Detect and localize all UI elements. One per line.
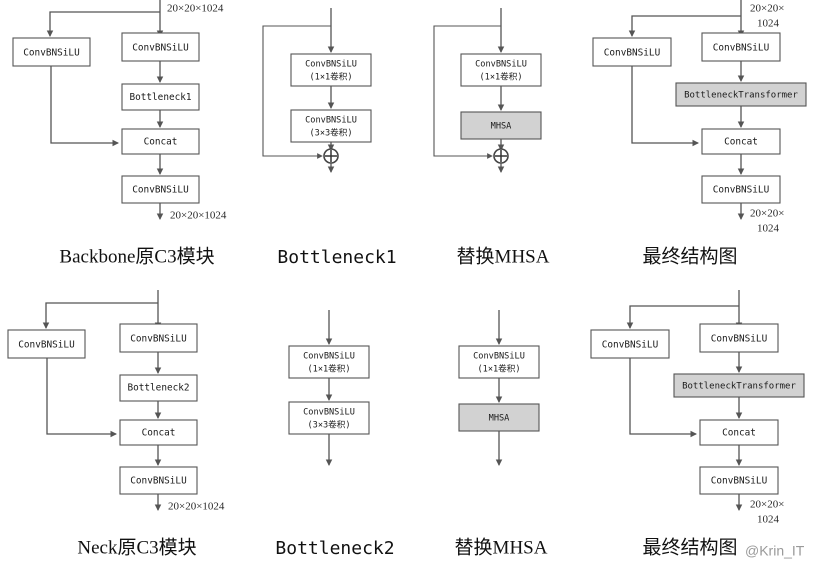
- panel-bottleneck1: ConvBNSiLU (1×1卷积) ConvBNSiLU (3×3卷积) Bo…: [262, 8, 397, 268]
- top-dim-label-line2: 1024: [757, 18, 780, 30]
- edge-input-to-conv-left: [46, 11, 160, 38]
- box-conv-right: [119, 323, 198, 353]
- box-conv-out-label: ConvBNSiLU: [711, 476, 767, 487]
- box-bottleneck1-label: Bottleneck1: [129, 92, 191, 103]
- box-mhsa: [458, 403, 540, 432]
- box-conv-1x1-label: ConvBNSiLU: [475, 60, 527, 70]
- box-conv-1x1-label: ConvBNSiLU: [473, 352, 525, 362]
- box-conv-left-label: ConvBNSiLU: [23, 48, 79, 59]
- panel-replace-mhsa-top: ConvBNSiLU (1×1卷积) MHSA 替换MHSA: [433, 8, 550, 267]
- panel-caption-final-structure-bottom: 最终结构图: [642, 536, 737, 558]
- panel-caption-backbone-c3: Backbone原C3模块: [59, 245, 214, 267]
- panel-caption-bottleneck1: Bottleneck1: [277, 247, 396, 268]
- bottom-dim-label: 20×20×1024: [170, 210, 227, 222]
- box-conv-1x1-label: ConvBNSiLU: [305, 60, 357, 70]
- panel-final-structure-bottom: ConvBNSiLU ConvBNSiLU BottleneckTransfor…: [590, 290, 805, 558]
- box-conv-1x1-sublabel: (1×1卷积): [307, 363, 350, 375]
- box-conv-right-label: ConvBNSiLU: [711, 334, 767, 345]
- box-concat-label: Concat: [142, 428, 176, 439]
- panel-replace-mhsa-bottom: ConvBNSiLU (1×1卷积) MHSA 替换MHSA: [455, 310, 548, 558]
- box-conv-out-label: ConvBNSiLU: [713, 185, 769, 196]
- box-conv-3x3-label: ConvBNSiLU: [305, 116, 357, 126]
- box-mhsa-label: MHSA: [491, 122, 513, 132]
- box-conv-out-label: ConvBNSiLU: [132, 185, 188, 196]
- box-conv-3x3-sublabel: (3×3卷积): [309, 127, 352, 139]
- box-conv-right-label: ConvBNSiLU: [130, 334, 186, 345]
- box-bottleneck1: [121, 83, 200, 111]
- box-bottleneck-transformer-label: BottleneckTransformer: [682, 382, 796, 392]
- top-dim-label-line1: 20×20×: [750, 3, 784, 15]
- box-conv-3x3-label: ConvBNSiLU: [303, 408, 355, 418]
- bottom-dim-label-line2: 1024: [757, 514, 780, 526]
- box-conv-out: [701, 175, 781, 204]
- box-conv-right: [121, 32, 200, 62]
- edge-input-to-conv-left: [42, 302, 158, 330]
- box-conv-right-label: ConvBNSiLU: [713, 43, 769, 54]
- box-mhsa-label: MHSA: [489, 414, 511, 424]
- box-bottleneck-transformer-label: BottleneckTransformer: [684, 91, 798, 101]
- box-conv-left-label: ConvBNSiLU: [602, 340, 658, 351]
- bottom-dim-label: 20×20×1024: [168, 501, 225, 513]
- box-concat-label: Concat: [724, 137, 758, 148]
- box-conv-1x1: [460, 53, 542, 87]
- box-conv-out: [121, 175, 200, 204]
- box-concat: [699, 419, 779, 446]
- box-concat-label: Concat: [144, 137, 178, 148]
- edge-residual-skip: [433, 25, 501, 159]
- box-conv-1x1-sublabel: (1×1卷积): [479, 71, 522, 83]
- panel-caption-final-structure-top: 最终结构图: [642, 245, 737, 267]
- panel-caption-neck-c3: Neck原C3模块: [77, 536, 196, 558]
- edge-input-to-conv-left: [626, 305, 739, 330]
- box-conv-3x3: [288, 401, 370, 435]
- box-conv-1x1-sublabel: (1×1卷积): [309, 71, 352, 83]
- panel-backbone-c3: 20×20×1024 ConvBNSiLU ConvBNSiLU Bottlen…: [12, 0, 227, 267]
- panel-caption-replace-mhsa-bottom: 替换MHSA: [455, 536, 548, 558]
- box-bottleneck2: [119, 374, 198, 402]
- edge-residual-skip: [262, 25, 331, 159]
- edge-conv-left-to-concat: [50, 66, 120, 147]
- box-concat: [119, 419, 198, 446]
- box-conv-right: [699, 323, 779, 353]
- box-conv-left-label: ConvBNSiLU: [18, 340, 74, 351]
- watermark-label: @Krin_IT: [745, 543, 805, 559]
- box-bottleneck2-label: Bottleneck2: [127, 383, 189, 394]
- box-conv-right-label: ConvBNSiLU: [132, 43, 188, 54]
- box-conv-left-label: ConvBNSiLU: [604, 48, 660, 59]
- bottom-dim-label-line2: 1024: [757, 223, 780, 235]
- box-conv-1x1: [288, 345, 370, 379]
- top-dim-label: 20×20×1024: [167, 3, 224, 15]
- panel-caption-bottleneck2: Bottleneck2: [275, 538, 394, 559]
- edge-conv-left-to-concat: [46, 358, 118, 438]
- box-conv-1x1-sublabel: (1×1卷积): [477, 363, 520, 375]
- panel-neck-c3: ConvBNSiLU ConvBNSiLU Bottleneck2 Concat…: [7, 290, 225, 558]
- box-mhsa: [460, 111, 542, 140]
- box-conv-3x3: [290, 109, 372, 143]
- box-conv-1x1: [290, 53, 372, 87]
- panel-bottleneck2: ConvBNSiLU (1×1卷积) ConvBNSiLU (3×3卷积) Bo…: [275, 310, 395, 559]
- box-concat-label: Concat: [722, 428, 756, 439]
- edge-conv-left-to-concat: [629, 358, 698, 438]
- panel-final-structure-top: 20×20× 1024 ConvBNSiLU ConvBNSiLU Bottle…: [592, 0, 807, 267]
- panel-caption-replace-mhsa-top: 替换MHSA: [457, 245, 550, 267]
- box-conv-out: [119, 466, 198, 495]
- box-conv-3x3-sublabel: (3×3卷积): [307, 419, 350, 431]
- bottom-dim-label-line1: 20×20×: [750, 499, 784, 511]
- box-conv-1x1-label: ConvBNSiLU: [303, 352, 355, 362]
- bottom-dim-label-line1: 20×20×: [750, 208, 784, 220]
- box-concat: [701, 128, 781, 155]
- box-conv-1x1: [458, 345, 540, 379]
- box-conv-out-label: ConvBNSiLU: [130, 476, 186, 487]
- edge-input-to-conv-left: [628, 15, 741, 38]
- box-conv-left: [7, 329, 86, 359]
- edge-conv-left-to-concat: [631, 66, 700, 147]
